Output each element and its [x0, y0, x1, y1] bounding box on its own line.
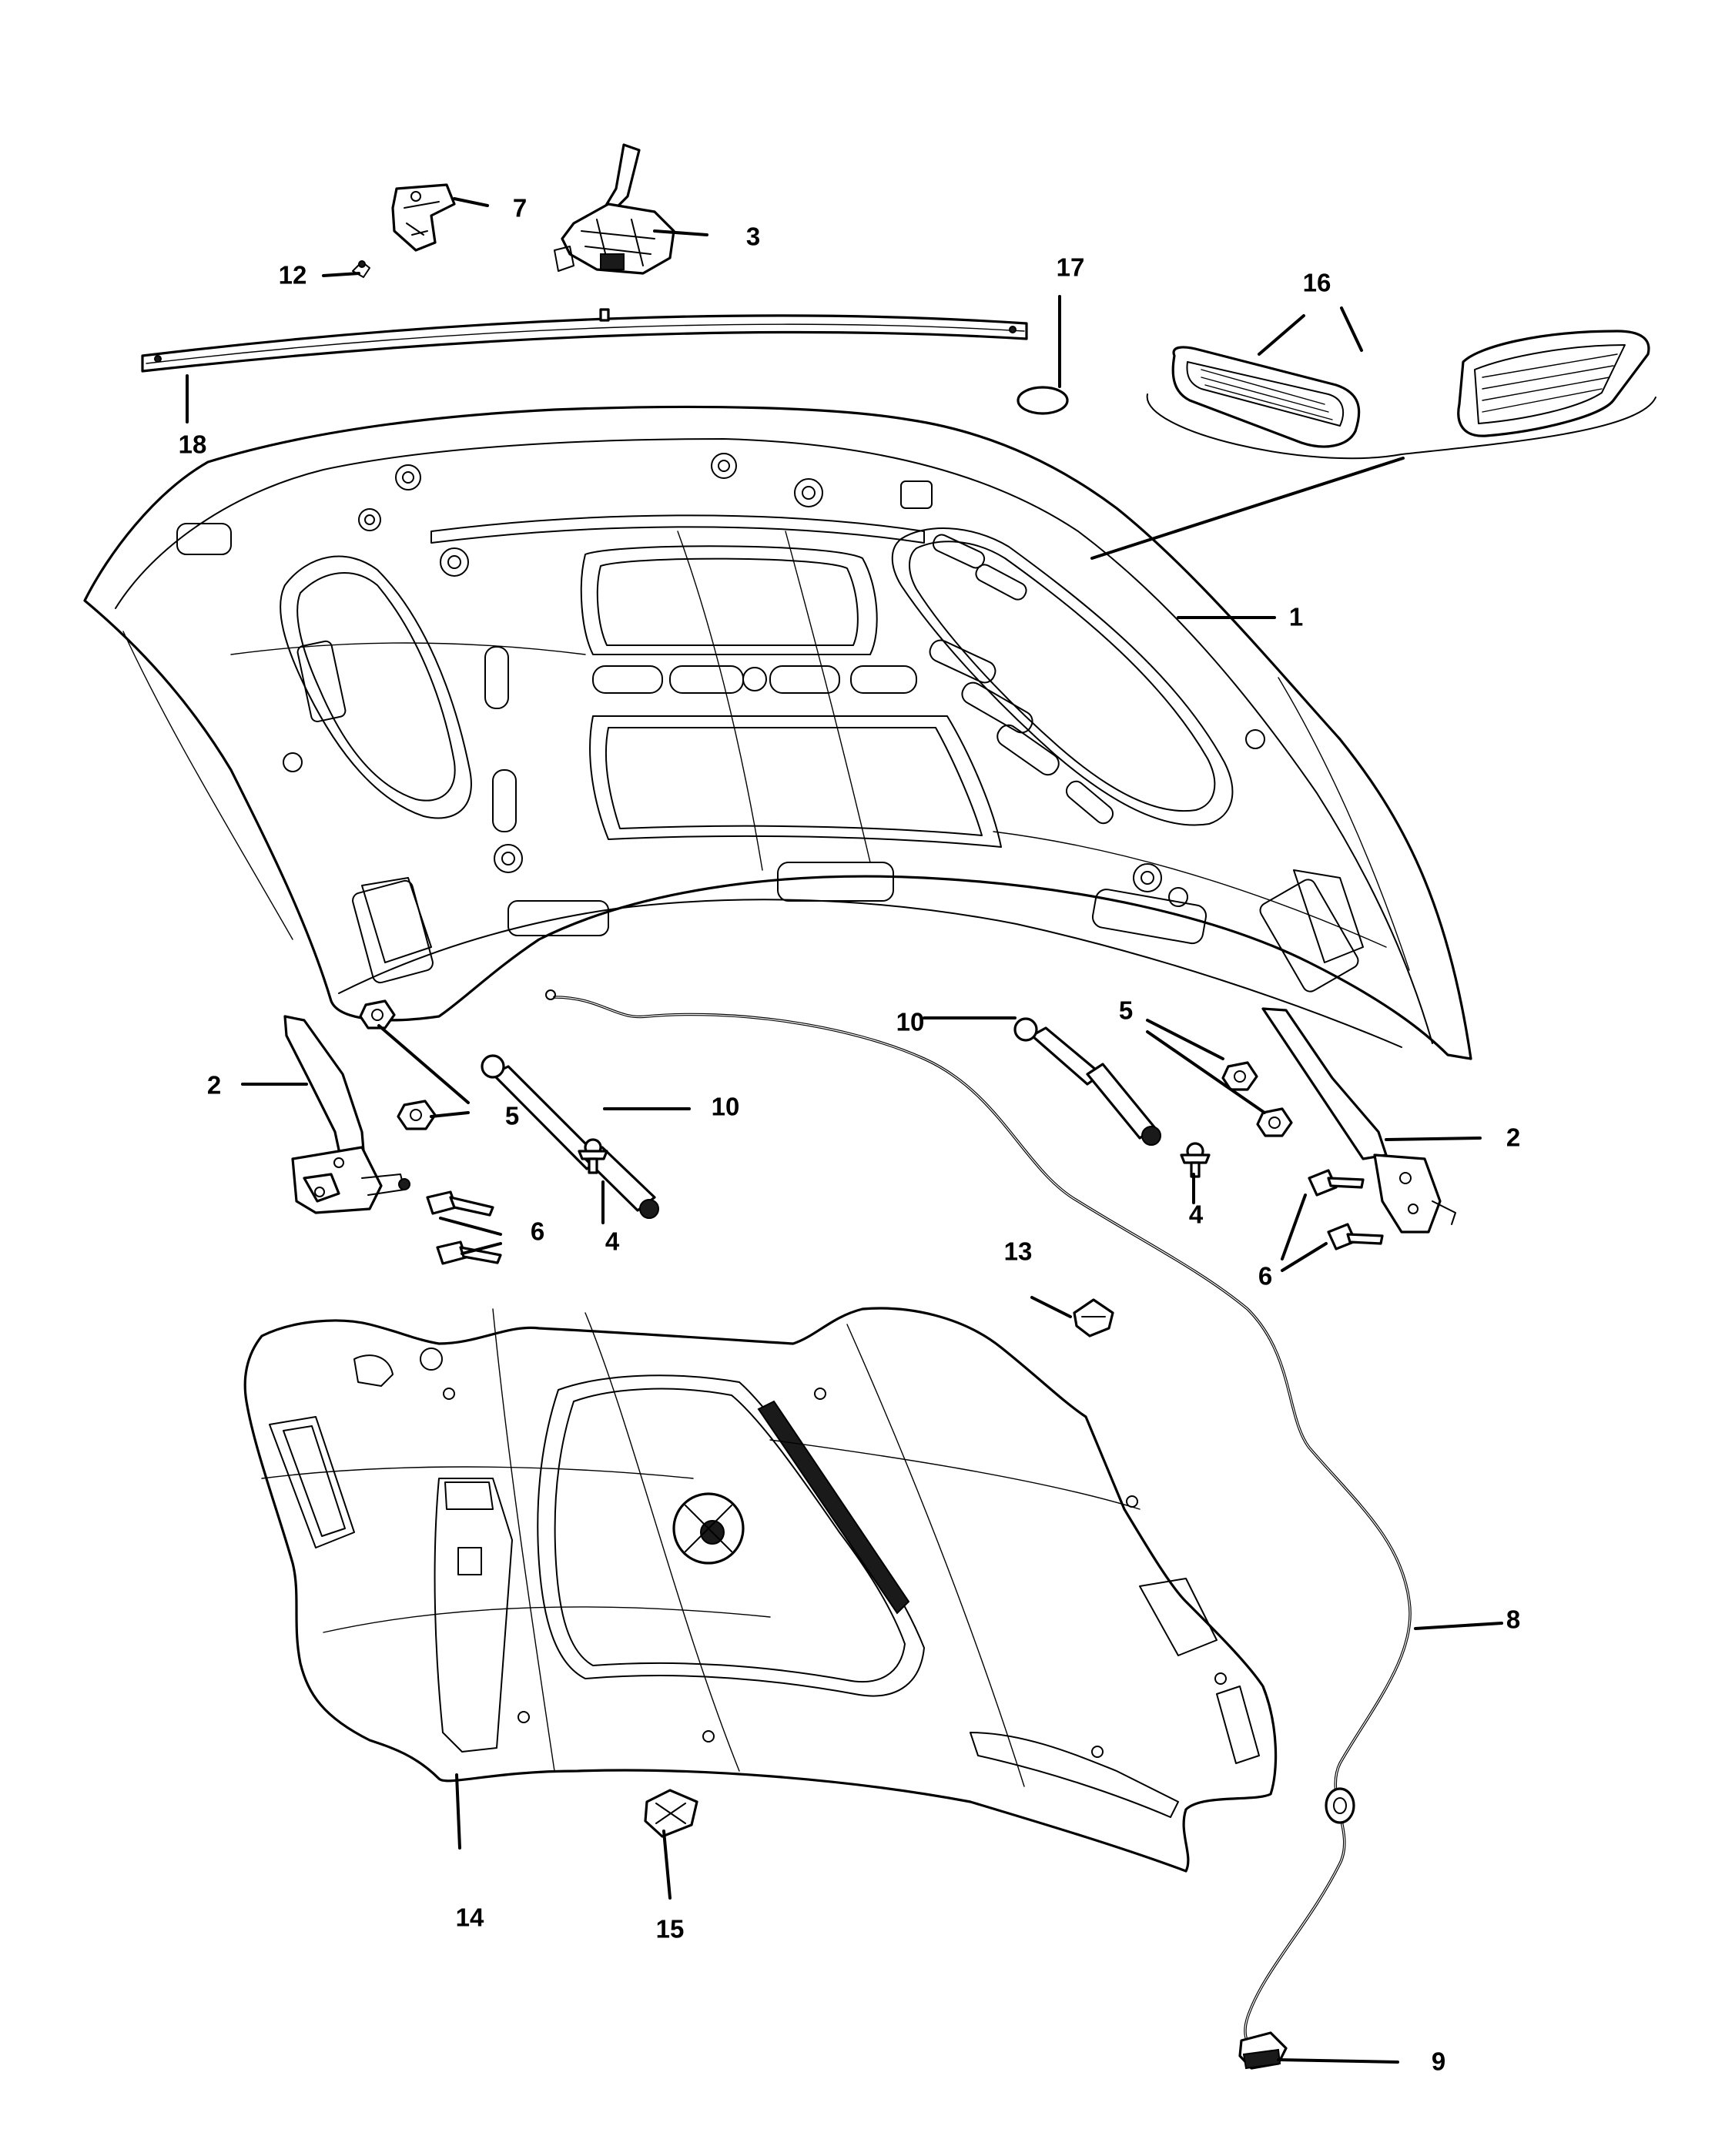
callout-7: 7: [513, 194, 527, 223]
nut-5-a: [359, 999, 396, 1029]
hood-hinge-right: [1261, 1007, 1456, 1234]
hood-panel: [83, 405, 1472, 1060]
hood-release-handle: [1238, 2031, 1288, 2070]
callout-10-right: 10: [712, 1093, 740, 1121]
nut-5-d: [1256, 1107, 1293, 1137]
leader-lines: [186, 197, 1503, 2064]
callout-5-right: 5: [1119, 996, 1133, 1025]
push-pin-15: [644, 1789, 698, 1838]
callout-12: 12: [279, 261, 307, 290]
callout-5-left: 5: [505, 1102, 519, 1130]
callout-8: 8: [1506, 1605, 1520, 1634]
callout-6-right: 6: [1258, 1262, 1272, 1291]
callout-15: 15: [656, 1915, 685, 1943]
callout-1: 1: [1289, 603, 1303, 631]
nut-5-b: [397, 1100, 437, 1130]
callout-17: 17: [1057, 253, 1085, 282]
bolt-6-d: [1327, 1223, 1384, 1250]
gas-strut-left: [481, 1054, 659, 1219]
hood-release-cable: [545, 989, 1412, 2059]
ball-stud-left: [578, 1138, 608, 1174]
callout-4-left: 4: [605, 1227, 620, 1256]
nut-5-c: [1221, 1061, 1258, 1091]
callout-16: 16: [1303, 269, 1331, 297]
bolt-6-c: [1308, 1169, 1365, 1197]
callout-2-right: 2: [1506, 1123, 1520, 1152]
bolt-6-a: [426, 1190, 494, 1217]
callout-6-left: 6: [531, 1217, 544, 1246]
hood-insulator-14: [243, 1307, 1278, 1873]
callout-3: 3: [746, 223, 760, 251]
latch-bracket-7: [391, 183, 456, 252]
clip-12: [352, 260, 370, 278]
callout-14: 14: [456, 1903, 484, 1932]
gas-strut-right: [1013, 1017, 1161, 1146]
hood-latch-3: [554, 143, 675, 275]
callout-9: 9: [1432, 2047, 1445, 2076]
callout-18: 18: [179, 430, 207, 459]
ball-stud-right: [1180, 1142, 1211, 1178]
hood-plug-17: [1017, 386, 1069, 415]
hood-hinge-left: [283, 1015, 410, 1214]
callout-10-left: 10: [896, 1008, 925, 1036]
callout-13: 13: [1004, 1237, 1033, 1266]
hood-scoop-vents: [1146, 330, 1656, 460]
callout-4-right: 4: [1189, 1200, 1204, 1229]
callout-2-left: 2: [207, 1071, 221, 1100]
callout-labels: 1 2 2 3 4 4 5 5 6 6 7 8 9 10 10 12 13 14…: [179, 194, 1521, 2076]
hood-seal-strip: [141, 308, 1028, 373]
clip-13: [1073, 1298, 1114, 1337]
